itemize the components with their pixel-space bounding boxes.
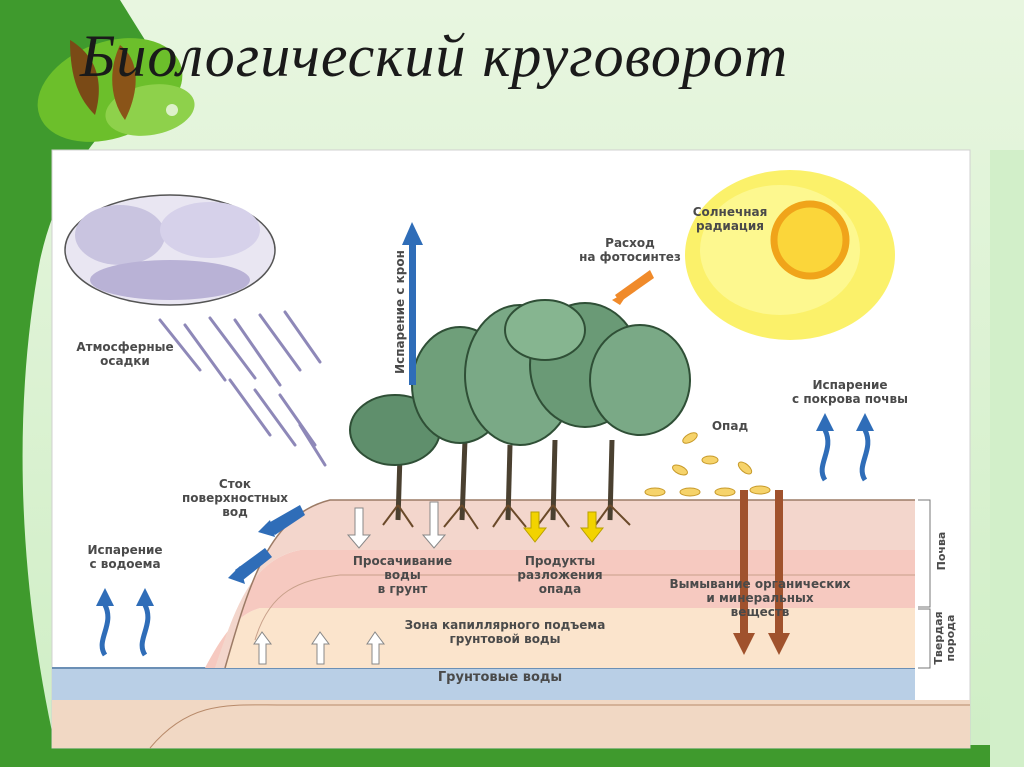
water-evaporation-label: Испарение с водоема bbox=[87, 543, 163, 571]
soil-side-label: Почва bbox=[935, 531, 948, 571]
capillary-arrows bbox=[253, 631, 385, 665]
bedrock-side-label: Твердая порода bbox=[932, 611, 957, 665]
trees-icon bbox=[349, 299, 691, 530]
page-title: Биологический круговорот bbox=[80, 23, 789, 89]
cloud-icon bbox=[64, 194, 276, 306]
runoff-label: Сток поверхностных вод bbox=[181, 477, 289, 519]
precipitation-label: Атмосферные осадки bbox=[76, 340, 174, 368]
runoff-arrows bbox=[228, 505, 305, 584]
crown-evaporation-label: Испарение с крон bbox=[393, 250, 407, 374]
capillary-zone-label: Зона капиллярного подъема грунтовой воды bbox=[404, 618, 606, 646]
seepage-arrows bbox=[346, 501, 447, 549]
leaching-arrows bbox=[733, 490, 790, 655]
litter-label: Опад bbox=[711, 419, 749, 433]
bedrock-layer bbox=[52, 700, 970, 748]
crown-evaporation-arrow bbox=[402, 222, 423, 385]
water-evaporation-arrows bbox=[99, 603, 151, 657]
decomposition-label: Продукты разложения опада bbox=[517, 554, 603, 596]
soil-evaporation-arrows bbox=[819, 428, 871, 482]
solar-radiation-label: Солнечная радиация bbox=[692, 205, 768, 233]
leaching-label: Вымывание органических и минеральных вещ… bbox=[669, 577, 851, 619]
soil-evaporation-label: Испарение с покрова почвы bbox=[792, 378, 908, 406]
rain-icon bbox=[158, 310, 327, 467]
groundwater-layer bbox=[52, 668, 915, 700]
groundwater-label: Грунтовые воды bbox=[437, 670, 563, 685]
sun-icon bbox=[685, 170, 895, 340]
soil-lower-layer bbox=[205, 550, 915, 668]
capillary-zone bbox=[205, 608, 915, 668]
photosynthesis-arrow bbox=[612, 270, 654, 305]
decomposition-arrows bbox=[522, 511, 605, 543]
seepage-label: Просачивание воды в грунт bbox=[352, 554, 453, 596]
photosynthesis-label: Расход на фотосинтез bbox=[579, 236, 681, 264]
litter-leaves-icon bbox=[644, 432, 771, 497]
